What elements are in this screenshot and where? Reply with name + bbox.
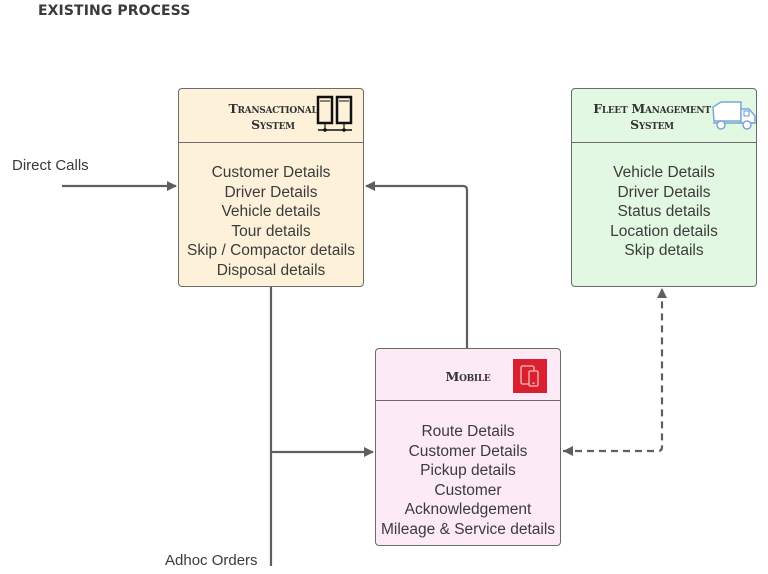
list-item: Skip details [624, 242, 704, 260]
transactional-system-items: Customer Details Driver Details Vehicle … [179, 143, 363, 281]
mobile-title: Mobile [445, 369, 491, 384]
list-item: Driver Details [224, 183, 318, 201]
truck-icon [712, 101, 756, 130]
servers-icon [316, 95, 353, 132]
list-item: Tour details [231, 222, 311, 240]
list-item: Vehicle Details [613, 164, 715, 181]
label-adhoc-orders: Adhoc Orders [165, 552, 258, 569]
list-item: Skip / Compactor details [187, 242, 355, 260]
list-item: Disposal details [216, 261, 326, 279]
title-line-2: System [630, 117, 674, 132]
list-item: Pickup details [420, 462, 516, 480]
fleet-management-system-box[interactable]: Fleet Management System Vehicle Details … [571, 88, 757, 287]
mobile-header: Mobile [376, 349, 560, 401]
mobile-devices-icon [513, 359, 547, 393]
mobile-items: Route Details Customer Details Pickup de… [376, 401, 560, 540]
fleet-management-header: Fleet Management System [572, 89, 756, 143]
fleet-management-title: Fleet Management System [582, 101, 722, 133]
list-item: Customer [434, 481, 502, 499]
list-item: Vehicle details [221, 203, 321, 221]
list-item: Customer Details [408, 442, 528, 460]
arrowhead-to-mobile [563, 446, 573, 456]
list-item: Customer Details [211, 164, 331, 181]
list-item: Location details [610, 222, 718, 240]
list-item: Status details [617, 203, 711, 221]
list-item: Driver Details [617, 183, 711, 201]
connector-fleet-mobile-dashed [563, 288, 667, 453]
page-title: EXISTING PROCESS [38, 3, 191, 19]
list-item: Route Details [421, 423, 515, 440]
title-line-2: System [251, 117, 295, 132]
transactional-system-box[interactable]: Transactional System Customer Details Dr… [178, 88, 364, 287]
label-direct-calls: Direct Calls [12, 157, 89, 174]
transactional-system-title: Transactional System [217, 101, 329, 133]
fleet-management-items: Vehicle Details Driver Details Status de… [572, 143, 756, 261]
list-item: Mileage & Service details [380, 520, 556, 538]
transactional-system-header: Transactional System [179, 89, 363, 143]
title-line-1: Fleet Management [593, 101, 711, 116]
mobile-box[interactable]: Mobile Route Details Customer Details Pi… [375, 348, 561, 546]
title-line-1: Transactional [228, 101, 318, 116]
list-item: Acknowledgement [404, 501, 532, 519]
connector-mobile-to-transactional [365, 181, 469, 348]
